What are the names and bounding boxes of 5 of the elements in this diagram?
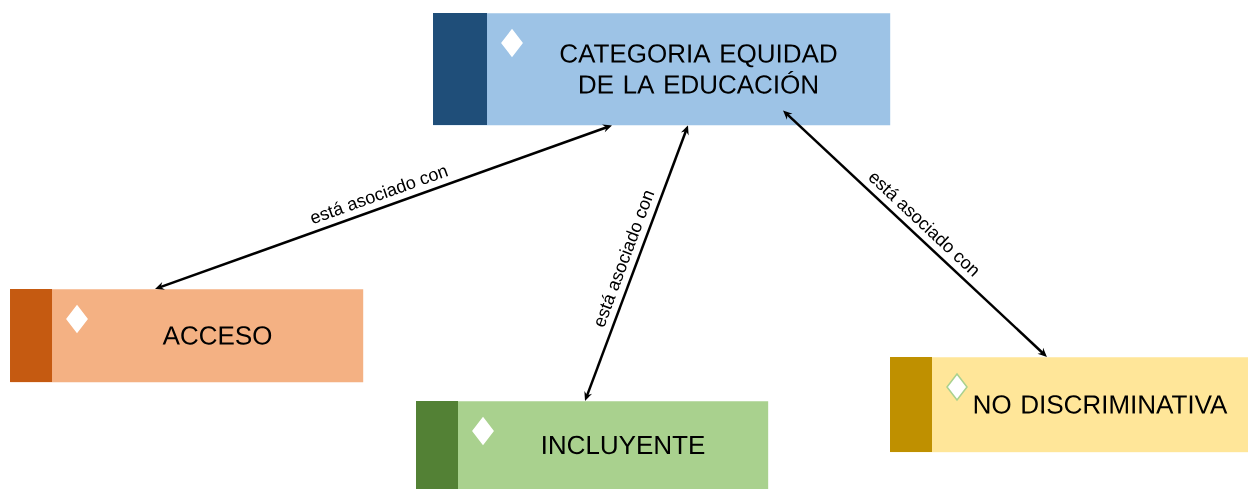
arrow bbox=[783, 110, 1047, 357]
process-box: NO DISCRIMINATIVA bbox=[890, 357, 1248, 453]
process-box: CATEGORIA EQUIDAD DE LA EDUCACIÓN bbox=[433, 13, 891, 126]
process-box: ACCESO bbox=[10, 289, 364, 383]
process-box: INCLUYENTE bbox=[416, 401, 769, 489]
